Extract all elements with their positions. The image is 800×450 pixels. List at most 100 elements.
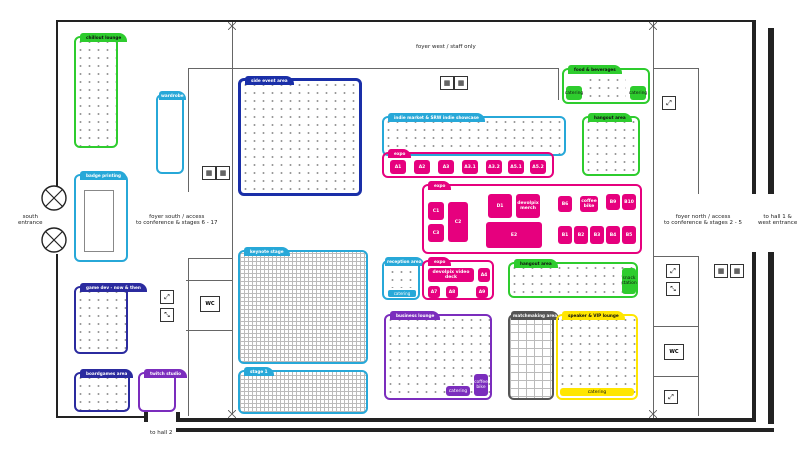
reception-label: reception area [385, 257, 424, 266]
south-entrance-label: south entrance [18, 214, 43, 227]
hall2-label: to hall 2 [150, 430, 173, 436]
booth-a2[interactable]: A2 [414, 160, 430, 174]
hangout-area-bottom: hangout area snack station [508, 259, 638, 298]
inner-line-10 [698, 68, 699, 194]
booth-e2[interactable]: E2 [486, 222, 542, 248]
wall-bottom-edge [176, 428, 774, 432]
booth-a4[interactable]: A4 [478, 268, 490, 282]
twitch-studio-label: twitch studio [144, 369, 188, 378]
indie-market-label: indie market & SRW indie showcase [388, 113, 485, 122]
escalator-icon: ⤡ [666, 282, 680, 296]
game-dev-label: game dev - now & then [80, 283, 147, 292]
corner-x-mark [649, 410, 657, 418]
stage-1: stage 1 [238, 367, 368, 414]
food-beverages: food & beverages catering catering [562, 65, 650, 104]
keynote-stage: keynote stage [238, 247, 368, 364]
expo-label: expo [388, 149, 412, 158]
boardgames-label: boardgames area [80, 369, 134, 378]
wc-south: WC [200, 296, 220, 312]
booth-a7[interactable]: A7 [428, 286, 440, 298]
booth-coffee-bike[interactable]: coffee bike [580, 196, 598, 212]
chillout-lounge: chillout lounge [74, 33, 128, 148]
booth-b6[interactable]: B6 [558, 196, 572, 212]
wall-left-top [56, 20, 58, 192]
escalator-icon: ⤢ [664, 390, 678, 404]
booth-b2[interactable]: B2 [574, 226, 588, 244]
twitch-studio: twitch studio [138, 369, 188, 412]
booth-b3[interactable]: B3 [590, 226, 604, 244]
booth-b10[interactable]: B10 [622, 194, 636, 210]
booth-c1[interactable]: C1 [428, 202, 444, 220]
inner-line-8 [558, 68, 559, 100]
matchmaking-area: matchmaking area [508, 311, 560, 400]
catering-food-left: catering [565, 86, 583, 100]
booth-a9[interactable]: A9 [476, 286, 488, 298]
wardrobe: wardrobe [156, 91, 186, 174]
catering-vip: catering [560, 388, 634, 396]
booth-a3-2[interactable]: A3.2 [486, 160, 502, 174]
wall-right-edge2 [768, 252, 774, 424]
entrance-door-icon [41, 227, 67, 253]
booth-devolpix-merch[interactable]: devolpix merch [516, 194, 540, 218]
expo-small: expo devolpix video deck A4 A7 A8 A9 [422, 257, 494, 300]
expo-main-label: expo [428, 181, 452, 190]
wall-right-edge [768, 28, 774, 194]
hangout-area-top: hangout area [582, 113, 640, 176]
booth-b1[interactable]: B1 [558, 226, 572, 244]
wc-north: WC [664, 344, 684, 360]
locker-icon: ▦ [714, 264, 728, 278]
corner-x-mark [228, 410, 236, 418]
wall-top [56, 20, 756, 22]
foyer-north-label: foyer north / access to conference & sta… [664, 214, 743, 227]
badge-printing: badge printing [74, 171, 128, 262]
wall-right-top [752, 22, 756, 194]
business-lounge: business lounge catering coffee bike [384, 311, 492, 400]
booth-a1[interactable]: A1 [390, 160, 406, 174]
inner-line-3 [188, 68, 232, 69]
booth-b5[interactable]: B5 [622, 226, 636, 244]
hall1-label: to hall 1 & west entrance [758, 214, 798, 227]
stage-1-label: stage 1 [244, 367, 274, 376]
reception-tables [388, 268, 414, 288]
catering-business: catering [446, 386, 470, 396]
snack-station: snack station [621, 268, 637, 294]
hangout-bottom-label: hangout area [514, 259, 558, 268]
corner-x-mark [228, 22, 236, 30]
booth-a3[interactable]: A3 [438, 160, 454, 174]
booth-devolpix-video-deck[interactable]: devolpix video deck [428, 268, 474, 282]
badge-printing-label: badge printing [80, 171, 128, 180]
food-label: food & beverages [568, 65, 622, 74]
coffee-bike-business: coffee bike [474, 374, 488, 396]
inner-line-16 [186, 330, 232, 331]
side-event-label: side event area [245, 76, 294, 85]
wall-bottom [56, 416, 144, 418]
booth-d1[interactable]: D1 [488, 194, 512, 218]
booth-b9[interactable]: B9 [606, 194, 620, 210]
booth-a5-2[interactable]: A5.2 [530, 160, 546, 174]
catering-reception: catering [388, 290, 416, 297]
wall-bottom-hall2 [144, 412, 148, 422]
side-event-area: side event area [238, 76, 362, 196]
reception-area: reception area catering [382, 257, 424, 300]
inner-line-9 [654, 68, 699, 69]
inner-line-1 [232, 22, 233, 414]
booth-c3[interactable]: C3 [428, 224, 444, 242]
booth-a8[interactable]: A8 [446, 286, 458, 298]
inner-line-15 [186, 280, 232, 281]
badge-counter [84, 190, 114, 252]
inner-line-5 [188, 258, 232, 259]
indie-market: indie market & SRW indie showcase [382, 113, 566, 156]
hangout-top-label: hangout area [588, 113, 632, 122]
escalator-icon: ⤢ [160, 290, 174, 304]
booth-c2[interactable]: C2 [448, 202, 468, 242]
locker-icon: ▦ [454, 76, 468, 90]
booth-b4[interactable]: B4 [606, 226, 620, 244]
inner-line-2 [653, 22, 654, 418]
inner-line-7 [233, 68, 558, 69]
expo-row-a: expo A1 A2 A3 A3.1 A3.2 A5.1 A5.2 [382, 149, 554, 178]
booth-a5-1[interactable]: A5.1 [508, 160, 524, 174]
expo-main: expo C1 C2 C3 D1 devolpix merch E2 B6 co… [422, 181, 642, 254]
expo-small-label: expo [428, 257, 452, 266]
booth-a3-1[interactable]: A3.1 [462, 160, 478, 174]
inner-line-12 [698, 256, 699, 416]
